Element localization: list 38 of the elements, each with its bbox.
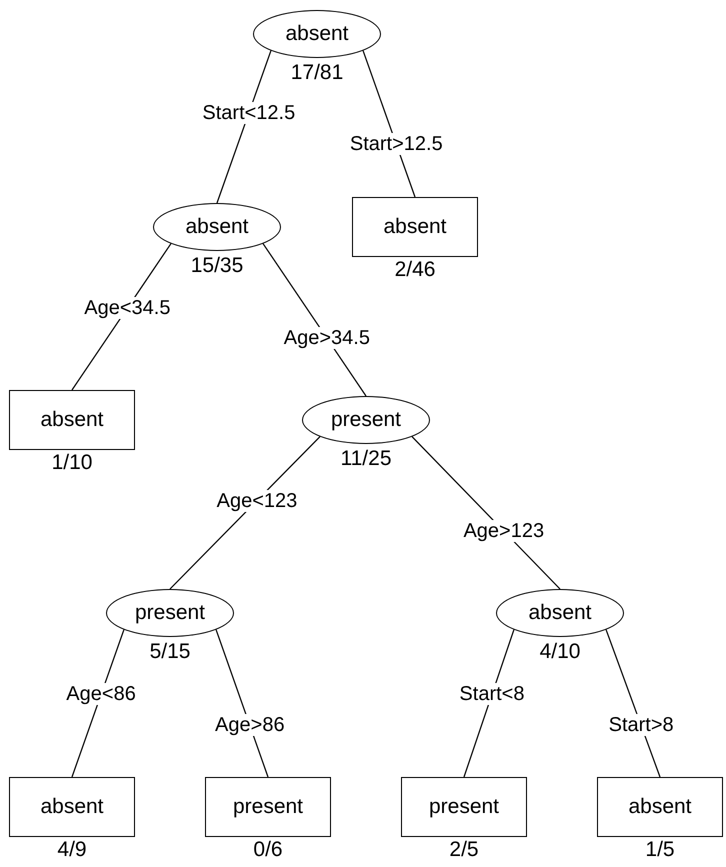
count-label: 15/35: [190, 255, 244, 276]
edge-label: Age<86: [64, 683, 138, 706]
class-label: present: [134, 601, 206, 625]
count-label: 4/9: [57, 839, 87, 860]
edge-label: Age>123: [461, 520, 546, 542]
class-label: absent: [40, 408, 104, 432]
edge-label: Age<123: [214, 490, 300, 512]
count-label: 2/5: [449, 839, 479, 860]
leaf-box: [9, 390, 135, 450]
leaf-box: [205, 777, 331, 837]
leaf-box: [9, 777, 135, 837]
class-label: absent: [528, 601, 592, 625]
class-label: present: [330, 408, 402, 432]
count-label: 5/15: [150, 641, 190, 662]
count-label: 1/10: [52, 452, 92, 473]
count-label: 11/25: [340, 448, 392, 469]
edge-label: Age<34.5: [82, 297, 172, 320]
leaf-box: [352, 197, 478, 257]
class-label: absent: [40, 795, 104, 819]
edge-label: Start<8: [457, 683, 526, 706]
class-label: present: [232, 795, 304, 819]
class-label: absent: [185, 215, 249, 239]
class-label: absent: [285, 22, 349, 46]
count-label: 0/6: [253, 839, 283, 860]
edge-label: Age>86: [213, 714, 287, 736]
count-label: 4/10: [540, 641, 580, 662]
edge-label: Start>12.5: [348, 133, 445, 156]
edge-label: Start<12.5: [200, 102, 298, 124]
leaf-box: [401, 777, 527, 837]
class-label: absent: [628, 795, 692, 819]
class-label: present: [428, 795, 500, 819]
count-label: 2/46: [394, 259, 436, 280]
leaf-box: [597, 777, 723, 837]
edge-label: Start>8: [606, 714, 676, 736]
count-label: 17/81: [290, 62, 344, 83]
class-label: absent: [383, 215, 447, 239]
count-label: 1/5: [645, 839, 675, 860]
edge-label: Age>34.5: [282, 327, 372, 350]
